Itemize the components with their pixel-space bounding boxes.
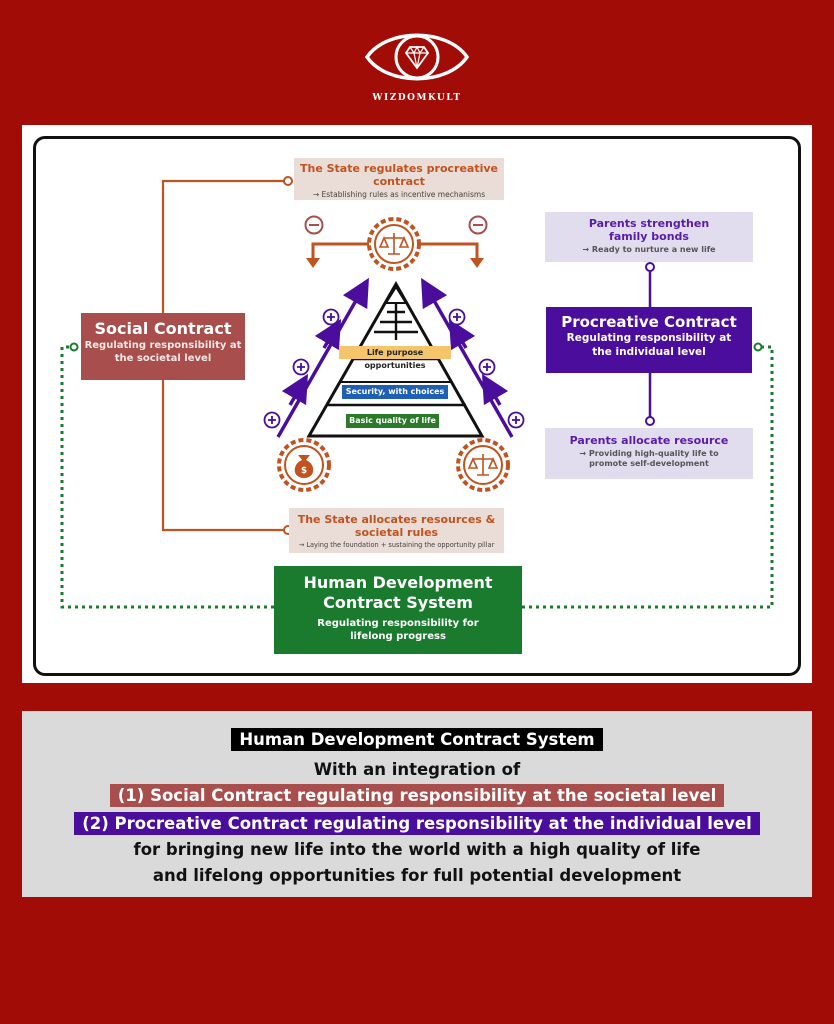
hdcs-subtitle: Regulating responsibility for lifelong p…	[317, 618, 479, 642]
social-contract-subtitle: Regulating responsibility at the societa…	[84, 340, 242, 364]
summary-line-4: for bringing new life into the world wit…	[133, 840, 701, 859]
parents-allocate-title: Parents allocate resource	[569, 434, 729, 447]
state-allocates-subtitle: → Laying the foundation + sustaining the…	[298, 541, 495, 549]
hdcs-loop-left	[60, 345, 274, 609]
pyramid-level-top: Life purpose opportunities	[339, 346, 451, 370]
hdcs-box: Human Development Contract System Regula…	[274, 566, 522, 654]
social-bracket-dot-top	[283, 176, 293, 186]
scales-gear-icon-top	[367, 217, 421, 271]
summary-line-5: and lifelong opportunities for full pote…	[152, 866, 682, 885]
brand-name: WIZDOMKULT	[372, 93, 462, 103]
state-regulates-title: The State regulates procreative contract	[300, 162, 498, 188]
diagram-frame	[33, 136, 801, 676]
summary-panel: Human Development Contract System With a…	[22, 711, 812, 897]
parents-strengthen-subtitle: → Ready to nurture a new life	[582, 245, 716, 254]
parents-strengthen-title: Parents strengthen family bonds	[588, 217, 710, 243]
state-regulates-box: The State regulates procreative contract…	[294, 158, 504, 200]
procreative-dot-top	[645, 262, 655, 272]
summary-line-procreative: (2) Procreative Contract regulating resp…	[74, 812, 760, 835]
scales-gear-icon-bottom	[456, 438, 510, 492]
parents-strengthen-box: Parents strengthen family bonds → Ready …	[545, 212, 753, 262]
state-allocates-box: The State allocates resources & societal…	[289, 508, 504, 553]
hdcs-loop-right	[522, 345, 774, 609]
procreative-dot-bottom	[645, 416, 655, 426]
minus-circle-icon-left	[304, 215, 324, 235]
procreative-contract-title: Procreative Contract	[561, 313, 737, 331]
rising-arrow-left	[276, 277, 369, 438]
minus-circle-icon-right	[468, 215, 488, 235]
pyramid-level-bottom: Basic quality of life	[346, 414, 439, 428]
pyramid-level-middle: Security, with choices	[342, 385, 448, 399]
minus-branch-arrows	[311, 242, 479, 262]
procreative-contract-subtitle: Regulating responsibility at the individ…	[566, 332, 732, 358]
rising-arrow-right	[421, 277, 514, 438]
procreative-contract-box: Procreative Contract Regulating responsi…	[546, 307, 752, 373]
plus-circle-icon	[263, 308, 525, 429]
summary-line-1: With an integration of	[313, 760, 521, 779]
svg-text:$: $	[301, 466, 307, 476]
social-contract-title: Social Contract	[94, 319, 232, 338]
state-allocates-title: The State allocates resources & societal…	[297, 513, 496, 539]
parents-allocate-box: Parents allocate resource → Providing hi…	[545, 428, 753, 479]
hdcs-title: Human Development Contract System	[303, 573, 493, 612]
social-contract-box: Social Contract Regulating responsibilit…	[81, 313, 245, 380]
state-regulates-subtitle: → Establishing rules as incentive mechan…	[312, 190, 486, 199]
summary-line-social: (1) Social Contract regulating responsib…	[109, 784, 725, 807]
money-bag-gear-icon: $	[277, 438, 331, 492]
summary-title: Human Development Contract System	[231, 728, 603, 751]
eye-diamond-icon	[364, 33, 470, 81]
parents-allocate-subtitle: → Providing high-quality life to promote…	[579, 449, 719, 468]
